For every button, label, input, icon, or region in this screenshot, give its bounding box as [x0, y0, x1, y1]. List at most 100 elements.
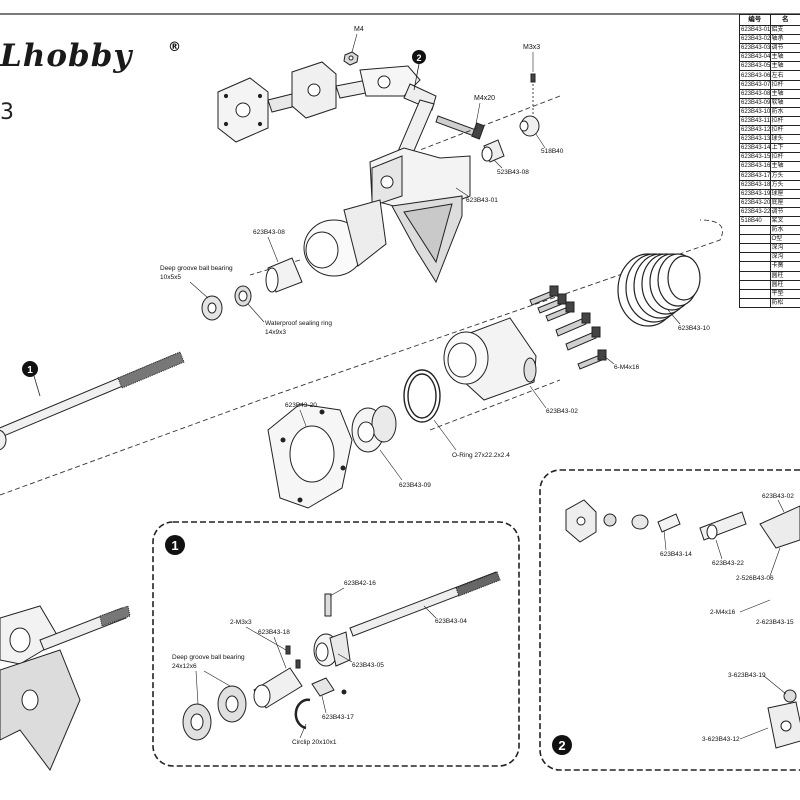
part-code-cell: 623B43-04	[739, 52, 771, 63]
part-code-cell: 623B43-13	[739, 134, 771, 145]
label-circlip: Circlip 20x10x1	[292, 739, 337, 746]
part-code-cell: 623B43-15	[739, 152, 771, 163]
part-name-cell: 方头	[769, 179, 800, 190]
part-code-cell: 623B43-12	[739, 125, 771, 136]
detail-2-labels: 623B43-02 623B43-14 623B43-22 2-526B43-0…	[660, 493, 794, 743]
screw-set-m4x16	[529, 285, 607, 370]
part-name-cell: 鋁支	[769, 24, 800, 36]
label-623b42-16: 623B42-16	[344, 580, 376, 587]
part-code-cell: 623B43-17	[739, 170, 771, 181]
part-name-cell: 调节	[769, 206, 800, 217]
detail-2-frame	[539, 469, 800, 771]
base-plate	[267, 403, 353, 509]
table-row: 卡簧	[739, 261, 800, 272]
brand-logo: Lhobby	[0, 38, 133, 74]
part-code-cell	[739, 261, 771, 272]
model-number-fragment: 3	[0, 100, 14, 125]
label-3-623b43-12: 3-623B43-12	[702, 736, 740, 743]
label-bearing-size: 10x5x5	[160, 274, 181, 281]
table-row: 平垫	[739, 288, 800, 299]
part-name-cell: 调节	[769, 43, 800, 54]
part-code-cell: 623B43-20	[739, 197, 771, 208]
callout-1-label: 1	[27, 365, 33, 376]
turn-fin-bracket	[217, 51, 471, 284]
sealing-ring-14x9x3	[234, 285, 252, 307]
part-code-cell	[739, 252, 771, 263]
waterproof-boot	[617, 253, 701, 327]
parts-table-header-name: 名	[769, 14, 800, 26]
part-code-cell: 623B43-06	[739, 70, 771, 81]
label-3-623b43-19: 3-623B43-19	[728, 672, 766, 679]
detail-1-parts	[182, 571, 501, 741]
part-code-cell	[739, 279, 771, 290]
main-labels: M4 M3x3 M4x20 518B40 523B43-08 623B43-01…	[160, 26, 710, 489]
label-d1-bearing-size: 24x12x6	[172, 663, 197, 670]
part-code-cell: 623B43-03	[739, 43, 771, 54]
part-code-cell	[739, 270, 771, 281]
part-name-cell: 球头	[769, 134, 800, 145]
callout-1	[22, 361, 38, 377]
label-seal-title: Waterproof sealing ring	[265, 320, 332, 327]
label-6-m4x16: 6-M4x16	[614, 364, 640, 371]
drive-shaft	[0, 351, 185, 451]
part-name-cell: 平垫	[769, 288, 800, 299]
part-name-cell: O型	[769, 234, 800, 245]
bolt-m4x20	[435, 115, 485, 140]
label-623b43-02: 623B43-02	[546, 408, 578, 415]
part-name-cell: 底座	[769, 197, 800, 208]
part-code-cell: 623B43-19	[739, 188, 771, 199]
label-d1-bearing-title: Deep groove ball bearing	[172, 654, 245, 661]
label-623b43-10: 623B43-10	[678, 325, 710, 332]
part-code-cell	[739, 234, 771, 245]
part-code-cell: 623B43-11	[739, 115, 771, 127]
part-code-cell	[739, 225, 771, 236]
part-code-cell: 623B43-14	[739, 143, 771, 154]
part-name-cell: 防松	[769, 297, 800, 308]
detail-2-badge-number: 2	[558, 738, 565, 753]
bushing-523b43-08	[481, 139, 505, 163]
part-name-cell: 桨叉	[769, 215, 800, 227]
table-row: 圆柱	[739, 279, 800, 290]
ball-bearing-10x5x5	[201, 295, 223, 321]
label-623b43-17: 623B43-17	[322, 714, 354, 721]
part-name-cell: 深沟	[769, 252, 800, 263]
label-m3x3: M3x3	[523, 44, 540, 51]
part-name-cell: 圆柱	[769, 270, 800, 281]
part-name-cell: 拉杆	[769, 115, 800, 127]
part-name-cell: 卡簧	[769, 261, 800, 272]
label-2-623b43-15: 2-623B43-15	[756, 619, 794, 626]
parts-table-header-row: 编号 名	[739, 14, 800, 26]
part-name-cell: 防水	[769, 225, 800, 236]
part-name-cell: 软轴	[769, 97, 800, 108]
label-623b43-01: 623B43-01	[466, 197, 498, 204]
label-bearing-title: Deep groove ball bearing	[160, 265, 233, 272]
part-code-cell: 623B43-01	[739, 24, 771, 36]
label-m4: M4	[354, 26, 364, 33]
page-frame	[0, 13, 800, 15]
parts-table-header-code: 编号	[739, 14, 771, 26]
part-code-cell: 518B40	[739, 215, 771, 227]
label-2-526b43-06: 2-526B43-06	[736, 575, 774, 582]
part-name-cell: 轴承	[769, 34, 800, 45]
label-2-m4x16: 2-M4x16	[710, 609, 736, 616]
part-name-cell: 拉杆	[769, 79, 800, 90]
table-row: 深沟	[739, 252, 800, 263]
label-623b43-05: 623B43-05	[352, 662, 384, 669]
part-code-cell	[739, 288, 771, 299]
part-name-cell: 圆柱	[769, 279, 800, 290]
detail-1-frame	[152, 521, 520, 767]
shaft-flange	[351, 405, 397, 453]
table-row: 圆柱	[739, 270, 800, 281]
